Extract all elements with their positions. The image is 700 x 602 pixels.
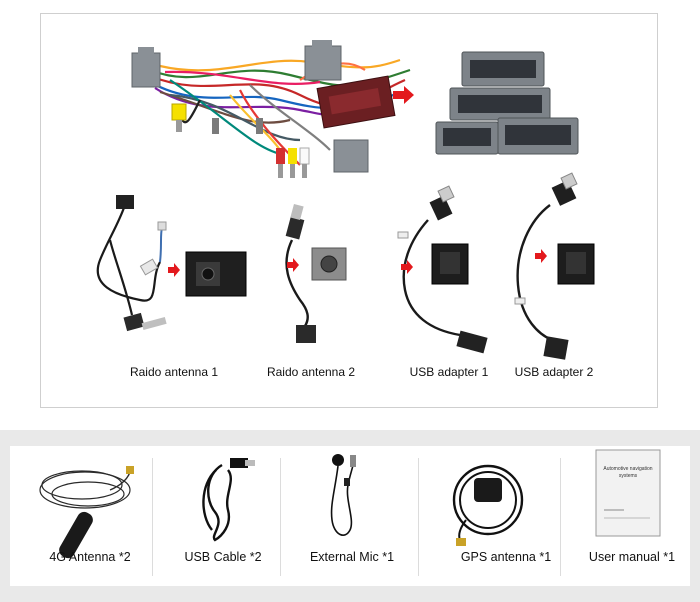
divider	[560, 458, 561, 576]
radio-antenna-1-image	[96, 195, 167, 332]
adapter-label: USB adapter 1	[409, 365, 489, 379]
manual-title: Automotive navigation systems	[603, 466, 653, 479]
antenna-adapter-2-image	[311, 247, 347, 281]
radio-antenna-2-image	[285, 203, 316, 343]
adapter-label: Raido antenna 1	[129, 365, 219, 379]
antenna-adapter-1-image	[185, 251, 247, 297]
divider	[418, 458, 419, 576]
wiring-harness-image	[131, 40, 411, 178]
arrow-icon	[287, 258, 299, 272]
external-mic-image	[330, 454, 356, 536]
divider	[152, 458, 153, 576]
usb-adapter-1-connector-image	[431, 243, 469, 285]
usb-adapter-2-connector-image	[557, 243, 595, 285]
arrow-icon	[393, 86, 414, 104]
adapter-label: USB adapter 2	[514, 365, 594, 379]
adapter-label: Raido antenna 2	[266, 365, 356, 379]
gps-antenna-image	[452, 464, 524, 546]
accessory-label: GPS antenna *1	[460, 550, 552, 564]
divider	[280, 458, 281, 576]
usb-adapter-1-image	[397, 185, 488, 354]
user-manual-image	[595, 449, 661, 537]
arrow-icon	[168, 263, 180, 277]
accessory-label: USB Cable *2	[184, 550, 262, 564]
arrow-icon	[535, 249, 547, 263]
arrow-icon	[401, 260, 413, 274]
usb-adapter-2-image	[514, 172, 578, 360]
accessory-label: 4G Antenna *2	[49, 550, 131, 564]
accessory-label: User manual *1	[588, 550, 676, 564]
vehicle-connectors-image	[435, 51, 579, 155]
4g-antenna-image	[39, 466, 134, 559]
usb-cable-image	[202, 458, 255, 542]
accessory-label: External Mic *1	[309, 550, 395, 564]
